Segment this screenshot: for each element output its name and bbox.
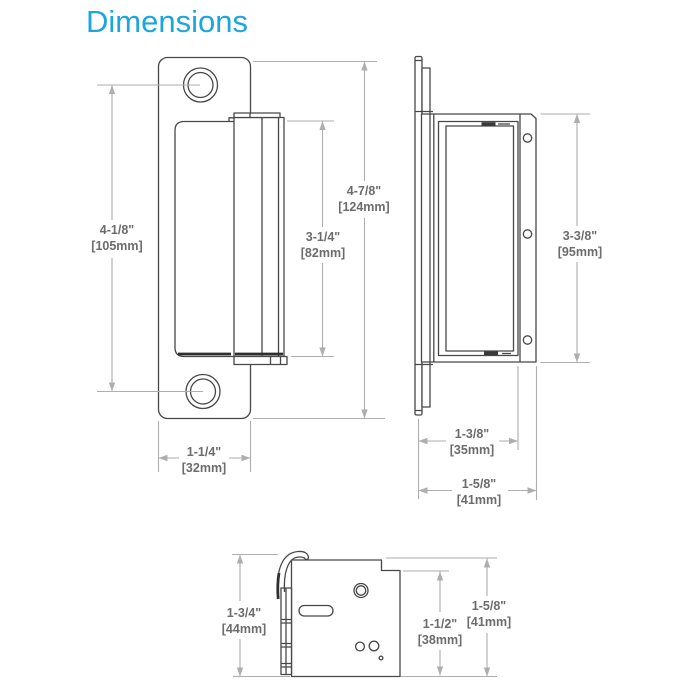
side-frame-inner bbox=[445, 125, 515, 352]
side-dimension-lines bbox=[418, 114, 578, 492]
side-frame-outer bbox=[437, 120, 519, 357]
dim-side-body-height-in: 3-3/8" bbox=[563, 229, 597, 243]
dim-bottom-height-overall-mm: [44mm] bbox=[222, 622, 266, 636]
page-title: Dimensions bbox=[86, 4, 248, 39]
dim-front-plate-width-mm: [32mm] bbox=[182, 461, 226, 475]
bottom-large-hole-outer bbox=[353, 582, 369, 599]
side-screw-hole-middle bbox=[522, 229, 533, 239]
bottom-hole-right bbox=[368, 640, 380, 652]
front-extension-lines bbox=[97, 60, 385, 472]
dim-front-overall-height-mm: [124mm] bbox=[338, 200, 389, 214]
front-dimension-lines bbox=[111, 61, 366, 459]
dim-front-keeper-height-in: 3-1/4" bbox=[306, 230, 340, 244]
dim-front-plate-width-in: 1-1/4" bbox=[187, 445, 221, 459]
front-cavity bbox=[174, 120, 234, 358]
dim-front-plate-height-in: 4-1/8" bbox=[100, 223, 134, 237]
dim-front-keeper-height-mm: [82mm] bbox=[301, 246, 345, 260]
dim-side-depth-inner-in: 1-3/8" bbox=[455, 427, 489, 441]
dim-bottom-height-overall-in: 1-3/4" bbox=[227, 606, 261, 620]
bottom-lip-curl-shadow bbox=[276, 572, 281, 600]
side-screw-hole-top bbox=[522, 133, 533, 143]
bottom-pin-hole bbox=[378, 655, 384, 661]
side-body-edges bbox=[429, 114, 521, 362]
front-keeper-bottom-ticks bbox=[269, 356, 282, 365]
front-keeper-edges bbox=[261, 117, 280, 357]
bottom-hole-left bbox=[354, 641, 366, 652]
bottom-view: 1-3/4" [44mm] 1-1/2" [38mm] 1-5/8" [41mm… bbox=[222, 550, 511, 678]
front-keeper-top-tab bbox=[233, 112, 281, 119]
dim-side-depth-inner-mm: [35mm] bbox=[450, 443, 494, 457]
dim-bottom-height-right-mm: [41mm] bbox=[467, 615, 511, 629]
side-extension-lines bbox=[417, 113, 590, 500]
side-body-face-ticks bbox=[415, 110, 433, 366]
front-keeper-bottom-tab bbox=[233, 355, 288, 366]
dim-side-depth-overall-mm: [41mm] bbox=[457, 493, 501, 507]
bottom-dimension-lines bbox=[239, 554, 488, 677]
side-faceplate-caps bbox=[415, 59, 422, 412]
dim-bottom-height-right-in: 1-5/8" bbox=[472, 599, 506, 613]
front-cavity-step bbox=[228, 117, 234, 122]
side-view: 3-3/8" [95mm] 1-3/8" [35mm] 1-5/8" [41mm… bbox=[414, 55, 602, 507]
bottom-body bbox=[290, 559, 401, 678]
bottom-large-hole-inner bbox=[355, 585, 367, 596]
side-screw-hole-bottom bbox=[522, 335, 533, 345]
dim-side-depth-overall-in: 1-5/8" bbox=[462, 477, 496, 491]
side-latch-tab-top bbox=[481, 122, 496, 126]
bottom-strip-ticks bbox=[281, 618, 292, 668]
front-view: 4-1/8" [105mm] 4-7/8" [124mm] 3-1/4" [82… bbox=[91, 56, 390, 475]
dim-front-overall-height-in: 4-7/8" bbox=[347, 184, 381, 198]
dim-side-body-height-mm: [95mm] bbox=[558, 245, 602, 259]
dim-bottom-body-height-in: 1-1/2" bbox=[423, 617, 457, 631]
side-latch-tab-bottom bbox=[484, 351, 498, 355]
side-body bbox=[420, 113, 537, 363]
front-keeper bbox=[233, 116, 285, 358]
bottom-slot bbox=[298, 604, 334, 617]
bottom-extension-lines bbox=[232, 553, 497, 678]
dim-front-plate-height-mm: [105mm] bbox=[91, 239, 142, 253]
dim-bottom-body-height-mm: [38mm] bbox=[418, 633, 462, 647]
